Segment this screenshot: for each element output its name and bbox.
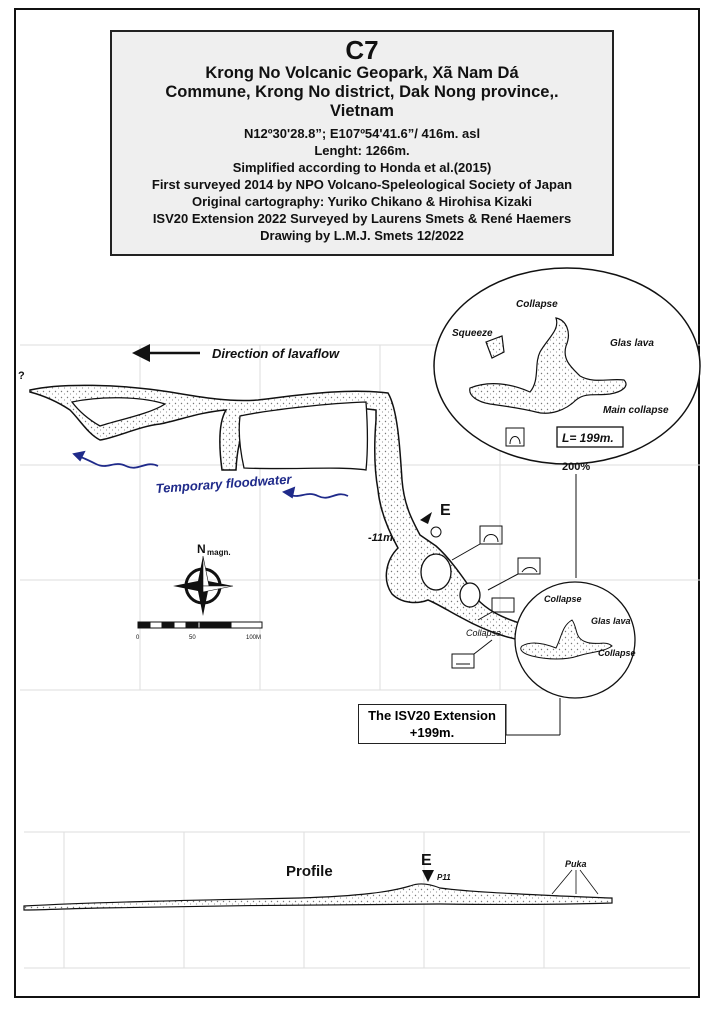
scale-end: 100M — [246, 635, 261, 641]
cave-passage — [29, 384, 546, 641]
entrance-shaft-marker — [430, 526, 442, 538]
coordinates: N12º30'28.8”; E107º54'41.6”/ 416m. asl — [243, 126, 481, 141]
floodwater-arrows — [72, 450, 349, 499]
north-arrow-icon — [173, 555, 234, 616]
lavaflow-arrow — [132, 344, 200, 362]
extension-line-1: The ISV20 Extension — [368, 708, 496, 723]
detail-small-collapse-label-1: Collapse — [544, 594, 582, 604]
extension-line-2: +199m. — [409, 725, 455, 740]
simplified-note: Simplified according to Honda et al.(201… — [232, 160, 492, 175]
scale-zero: 0 — [136, 635, 140, 641]
detail-small-collapse-label-2: Collapse — [598, 648, 636, 658]
cave-code: C7 — [345, 35, 379, 65]
puka-leaders — [551, 869, 599, 895]
detail-small-glaslava-label: Glas lava — [591, 616, 631, 626]
detail-large-maincollapse-label: Main collapse — [603, 405, 669, 416]
zoom-label: 200% — [562, 461, 590, 473]
north-magnetic-label: magn. — [207, 548, 231, 557]
detail-large-collapse-label: Collapse — [516, 299, 558, 310]
detail-large-squeeze-label: Squeeze — [452, 328, 493, 339]
profile-entrance-arrow — [422, 870, 434, 882]
scale-mid: 50 — [189, 635, 196, 641]
detail-length-label: L= 199m. — [562, 431, 614, 445]
profile-passage — [23, 883, 613, 911]
extension-box: The ISV20 Extension +199m. — [358, 704, 506, 744]
first-surveyed: First surveyed 2014 by NPO Volcano-Spele… — [151, 177, 573, 192]
title-block: C7 Krong No Volcanic Geopark, Xã Nam Dá … — [110, 30, 614, 256]
profile-pit-label: P11 — [437, 873, 451, 882]
north-label: N — [197, 542, 206, 556]
cross-sections — [451, 525, 541, 669]
location-line-2: Commune, Krong No district, Dak Nong pro… — [165, 83, 559, 101]
scale-bar — [137, 621, 263, 629]
location-line-3: Vietnam — [330, 102, 394, 120]
profile-puka-label: Puka — [565, 859, 587, 869]
detail-large-glaslava-label: Glas lava — [610, 338, 654, 349]
lavaflow-label: Direction of lavaflow — [212, 346, 340, 361]
collapse-label-plan: Collapse — [466, 628, 501, 638]
extension-survey: ISV20 Extension 2022 Surveyed by Laurens… — [152, 211, 572, 226]
original-cartography: Original cartography: Yuriko Chikano & H… — [191, 194, 532, 209]
profile-entrance-label: E — [421, 852, 432, 869]
floodwater-label: Temporary floodwater — [155, 471, 293, 496]
depth-label: -11m. — [368, 532, 396, 544]
location-line-1: Krong No Volcanic Geopark, Xã Nam Dá — [205, 64, 519, 82]
entrance-label: E — [440, 502, 451, 519]
drawing-credit: Drawing by L.M.J. Smets 12/2022 — [260, 228, 464, 243]
entrance-arrow — [420, 512, 432, 524]
unknown-end-mark: ? — [18, 370, 25, 382]
detail-length-box — [556, 426, 624, 448]
detail-large-passage — [469, 317, 627, 414]
profile-title: Profile — [286, 863, 333, 880]
detail-small-passage — [520, 619, 613, 660]
cave-length: Lenght: 1266m. — [314, 143, 410, 158]
cave-pillars — [70, 397, 481, 608]
